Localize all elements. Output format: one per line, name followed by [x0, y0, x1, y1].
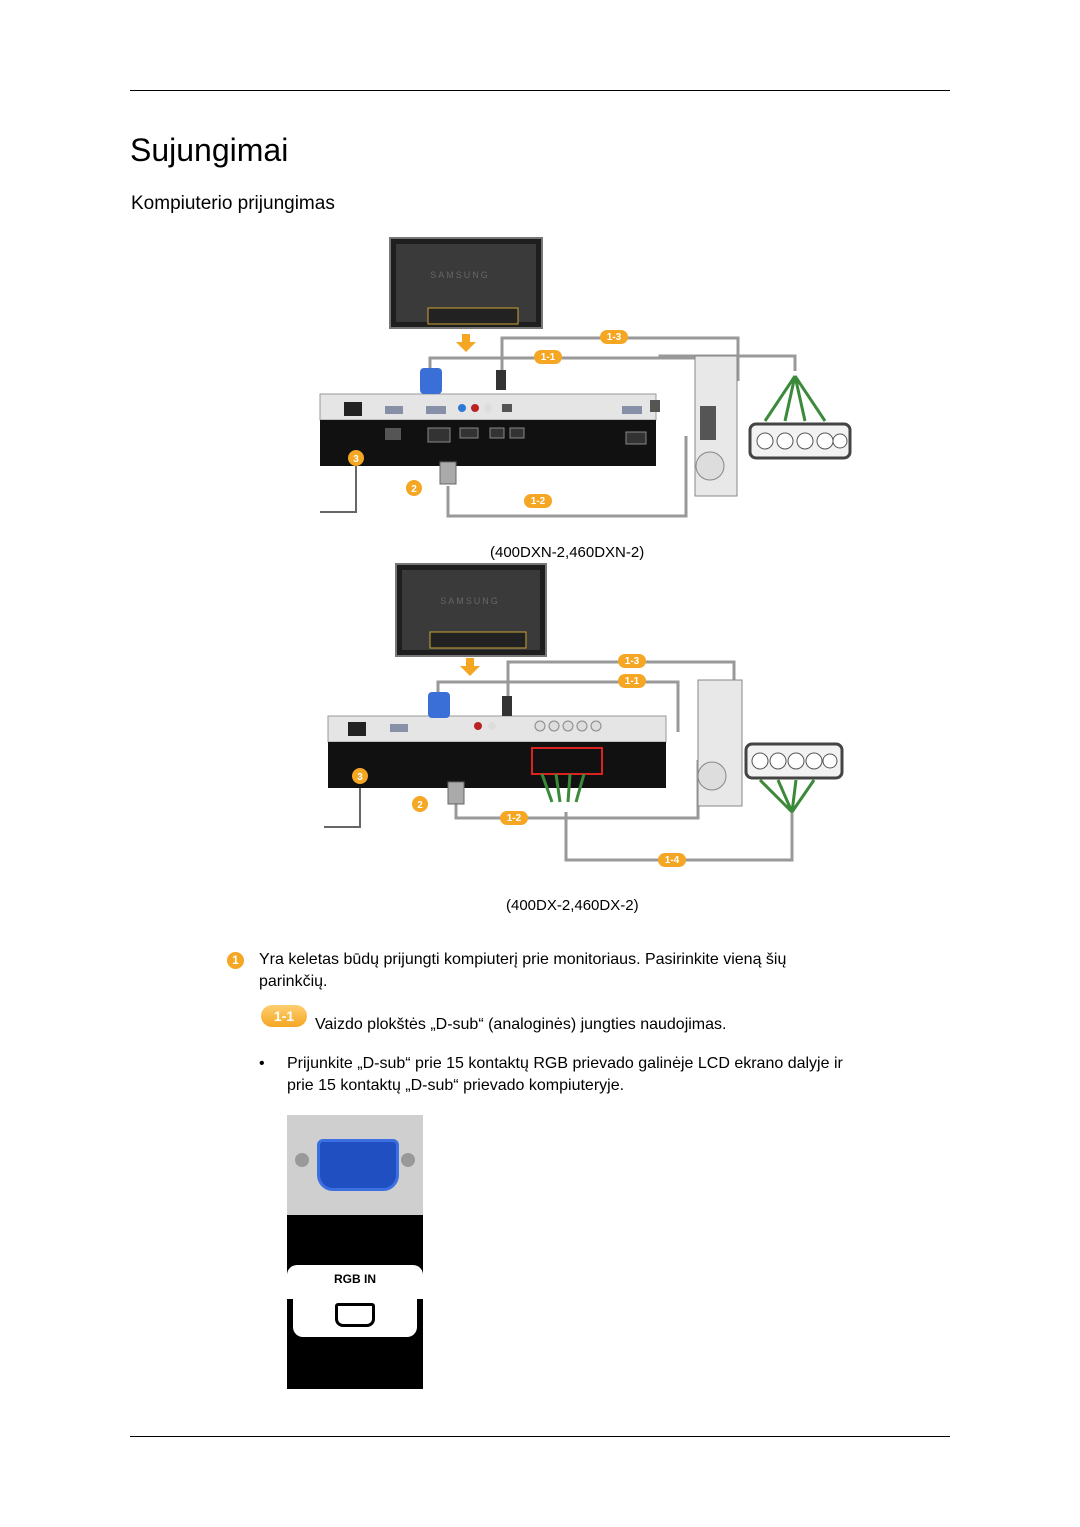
svg-text:3: 3	[353, 454, 359, 465]
svg-text:1-1: 1-1	[541, 352, 556, 363]
svg-text:1-2: 1-2	[531, 496, 546, 507]
bullet-text: Prijunkite „D-sub“ prie 15 kontaktų RGB …	[287, 1055, 843, 1094]
bullet-symbol: •	[259, 1055, 265, 1072]
info-icon: 1	[227, 952, 244, 969]
svg-text:1-1: 1-1	[625, 676, 640, 687]
svg-text:1-2: 1-2	[507, 813, 522, 824]
rgb-in-port-outline-icon	[335, 1303, 375, 1327]
dsub-port-icon	[317, 1139, 399, 1191]
screw-left-icon	[295, 1153, 309, 1167]
note-text: Yra keletas būdų prijungti kompiuterį pr…	[259, 951, 787, 990]
svg-text:1-3: 1-3	[607, 332, 622, 343]
top-rule	[130, 90, 950, 91]
svg-text:3: 3	[357, 772, 363, 783]
connection-diagram-1: SAMSUNG 1-3 1-1 3 2 1	[319, 237, 852, 518]
page-title: Sujungimai	[130, 132, 289, 168]
svg-text:2: 2	[411, 484, 417, 495]
figure-1-caption: (400DXN-2,460DXN-2)	[490, 544, 645, 561]
brand-logo: SAMSUNG	[440, 596, 500, 606]
rgb-in-port-photo: RGB IN	[287, 1115, 423, 1389]
brand-logo: SAMSUNG	[430, 270, 490, 280]
screw-right-icon	[401, 1153, 415, 1167]
svg-text:1-3: 1-3	[625, 656, 640, 667]
connection-diagram-2: SAMSUNG 1-3 1-1 3 2 1-2 1-4	[324, 563, 844, 867]
option-text: Vaizdo plokštės „D-sub“ (analoginės) jun…	[315, 1016, 727, 1033]
rgb-in-label: RGB IN	[334, 1272, 376, 1286]
label-badges: 1-3 1-1 3 2 1-2	[348, 330, 628, 508]
svg-text:1-4: 1-4	[665, 855, 680, 866]
option-badge: 1-1	[261, 1005, 307, 1027]
section-title: Kompiuterio prijungimas	[131, 193, 335, 214]
bottom-rule	[130, 1436, 950, 1437]
svg-text:2: 2	[417, 800, 423, 811]
figure-2-caption: (400DX-2,460DX-2)	[506, 897, 639, 914]
